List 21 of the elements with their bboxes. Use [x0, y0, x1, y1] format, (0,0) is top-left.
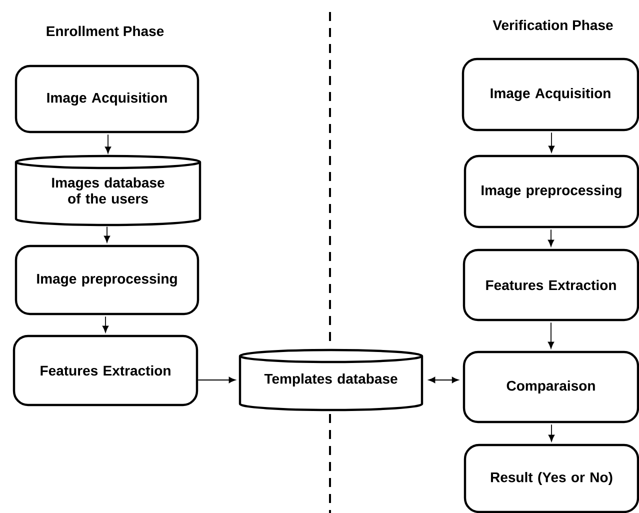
arrow — [548, 229, 554, 247]
process-box: Image preprocessing — [464, 154, 639, 228]
arrow — [104, 134, 112, 154]
process-box: Features Extraction — [462, 248, 639, 322]
process-box: Features Extraction — [12, 334, 198, 406]
phase-heading: Enrollment Phase — [46, 26, 164, 36]
arrow — [548, 424, 555, 442]
phase-heading: Verification Phase — [492, 20, 613, 30]
process-box: Image Acquisition — [462, 58, 639, 132]
arrow — [198, 376, 236, 384]
database-cylinder: Images database of the users — [14, 154, 202, 226]
arrow — [104, 226, 110, 243]
database-cylinder: Templates database — [238, 348, 424, 412]
process-box: Comparaison — [462, 350, 639, 424]
process-box: Image Acquisition — [14, 64, 200, 134]
arrow — [102, 316, 109, 333]
arrow — [548, 322, 554, 349]
arrow — [428, 376, 459, 384]
process-box: Result (Yes or No) — [464, 444, 639, 513]
process-box: Image preprocessing — [14, 244, 200, 316]
arrow — [548, 132, 555, 153]
